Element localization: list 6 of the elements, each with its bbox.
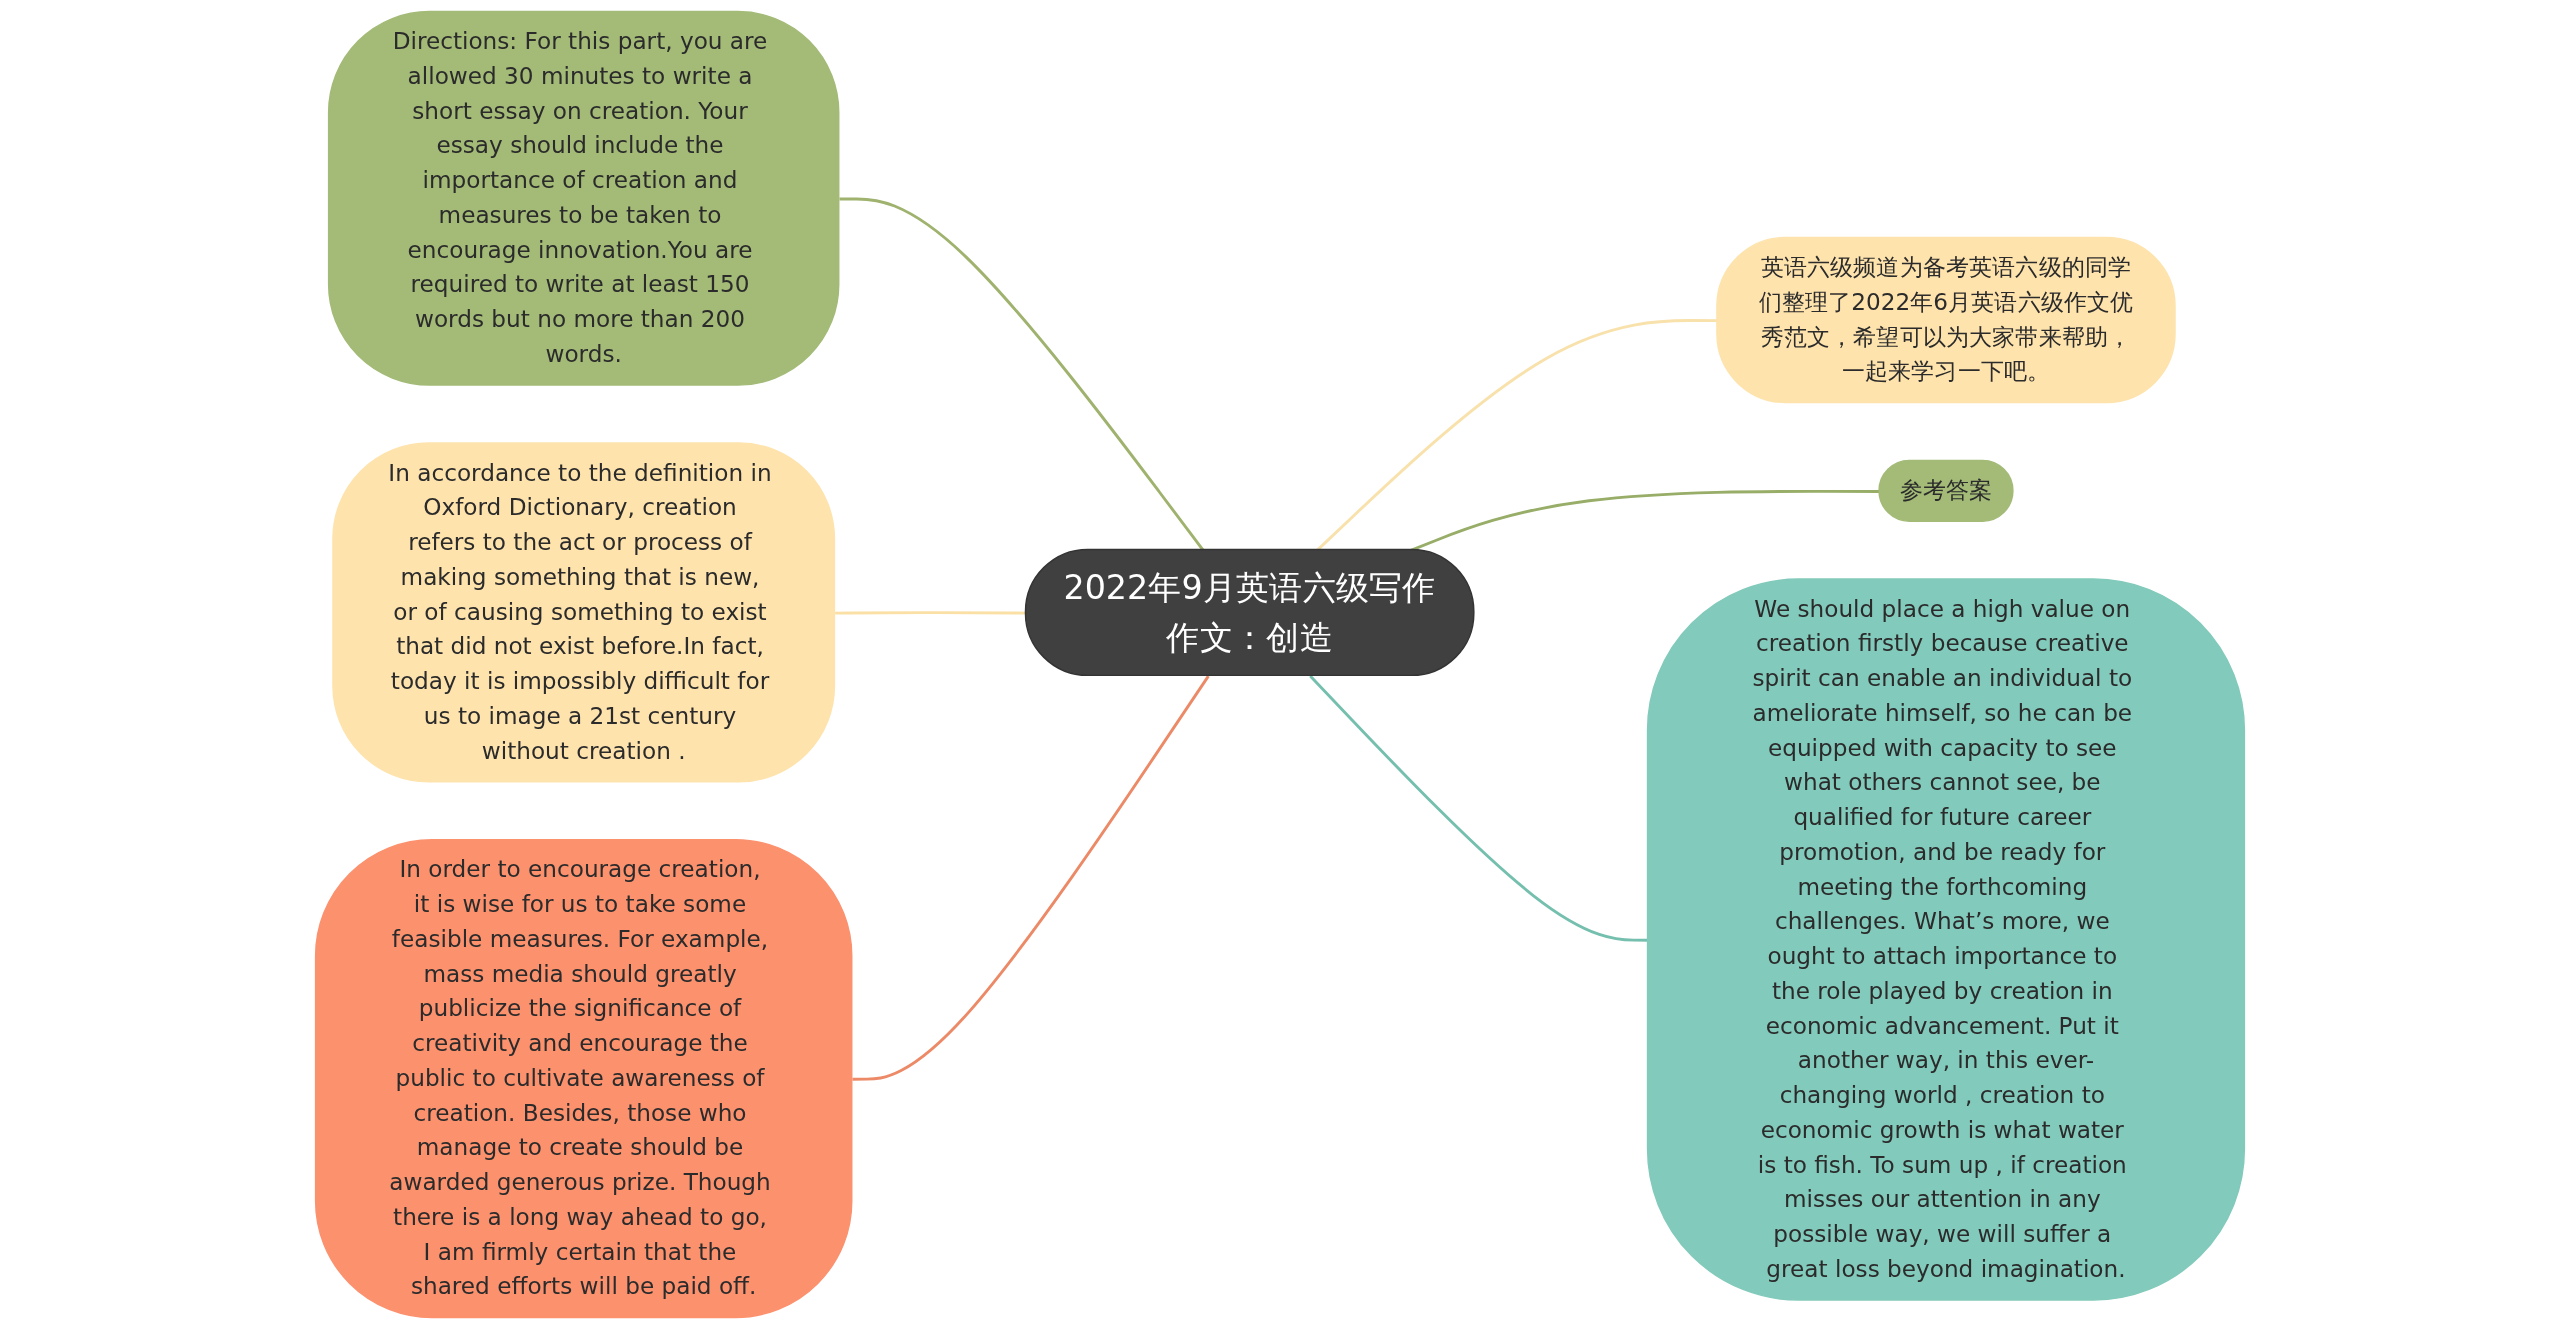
node-box: Directions: For this part, you are allowed 30 minutes to write a short essay on creation. Your essay should include the importance of creation and measures to be taken to encourage innovation.You are required to write at least 150 words but no more than 200 words. <box>327 10 840 386</box>
node-box: In accordance to the definition in Oxford Dictionary, creation refers to the act or process of making something that is new, or of causing something to exist that did not exist before.In fact, today it is impossibly difficult for us to image a 21st century without creation . <box>332 442 836 783</box>
connector <box>839 197 1205 551</box>
node-box: We should place a high value on creation firstly because creative spirit can enable an individual to ameliorate himself, so he can be equipped with capacity to see what others cannot see, be qualified for future career promotion, and be ready for meeting the forthcoming challenges. What’s more, we ought to attach importance to the role played by creation in economic advancement. Put it another way, in this ever-changing world , creation to economic growth is what water is to fish. To sum up , if creation misses our attention in any possible way, we will suffer a great loss beyond imagination. <box>1646 578 2246 1301</box>
connector <box>852 675 1210 1081</box>
node-box: In order to encourage creation, it is wise for us to take some feasible measures. For example, mass media should greatly publicize the significance of creativity and encourage the public to cultivate awareness of creation. Besides, those who manage to create should be awarded generous prize. Though there is a long way ahead to go, I am firmly certain that the shared efforts will be paid off. <box>314 838 853 1319</box>
